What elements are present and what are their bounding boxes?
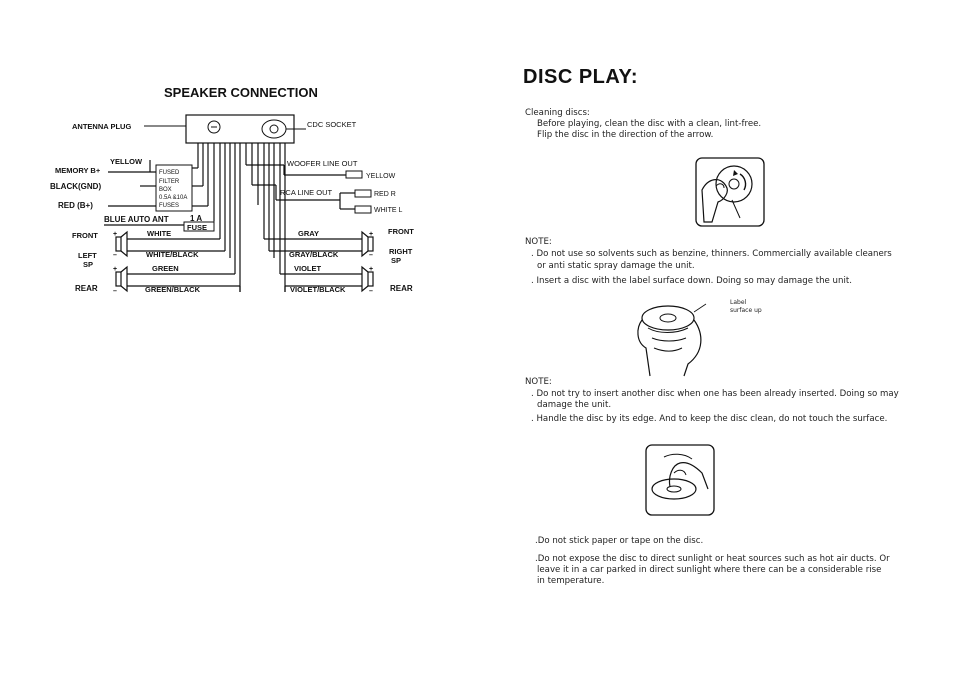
right-front-speaker	[361, 230, 374, 258]
antenna-jack	[207, 120, 221, 134]
front-right-label: FRONT	[388, 227, 414, 236]
tip-2-line-3: in temperature.	[537, 576, 605, 586]
cdc-jack	[261, 119, 287, 139]
minus-rr: –	[369, 288, 373, 295]
minus-lf: –	[113, 252, 117, 259]
white-l-label: WHITE L	[374, 207, 402, 214]
tip-2-line-1: .Do not expose the disc to direct sunlig…	[535, 554, 890, 564]
fuse-box-text-5: FUSES	[159, 203, 179, 209]
woofer-line-out-label: WOOFER LINE OUT	[287, 159, 358, 168]
note1-item-a-line-2: or anti static spray damage the unit.	[537, 261, 695, 271]
violet-label: VIOLET	[294, 264, 322, 273]
note1-heading: NOTE:	[525, 237, 552, 247]
fuse-box-text-3: BOX	[159, 187, 172, 193]
green-label: GREEN	[152, 264, 179, 273]
woofer-rca-plug	[345, 170, 363, 179]
note1-item-b: . Insert a disc with the label surface d…	[531, 276, 852, 286]
fuse-box-text-4: 0.5A &10A	[159, 195, 187, 201]
minus-lr: –	[113, 288, 117, 295]
blue-auto-ant-label: BLUE AUTO ANT	[104, 215, 169, 224]
green-black-label: GREEN/BLACK	[145, 285, 201, 294]
cleaning-illustration	[695, 157, 765, 227]
note1-item-a-line-1: . Do not use so solvents such as benzine…	[531, 249, 892, 259]
note2-item-b: . Handle the disc by its edge. And to ke…	[531, 414, 888, 424]
wire-bundle	[197, 143, 286, 292]
cleaning-line-1: Before playing, clean the disc with a cl…	[537, 119, 762, 129]
cleaning-line-2: Flip the disc in the direction of the ar…	[537, 130, 714, 140]
cdc-socket-label: CDC SOCKET	[307, 120, 357, 129]
gray-black-label: GRAY/BLACK	[289, 250, 339, 259]
note2-item-a-line-2: damage the unit.	[537, 400, 612, 410]
rca-white-plug	[354, 205, 372, 214]
gray-label: GRAY	[298, 229, 319, 238]
red-b-label: RED (B+)	[58, 201, 93, 210]
speaker-connection-diagram: SPEAKER CONNECTION ANTENNA PLUG CDC SOCK…	[50, 85, 414, 295]
minus-rf: –	[369, 252, 373, 259]
antenna-plug-label: ANTENNA PLUG	[72, 122, 131, 131]
one-a-label: 1 A	[190, 214, 202, 223]
rca-line-out-label: RCA LINE OUT	[280, 188, 333, 197]
insert-disc-illustration	[637, 303, 707, 377]
note2-heading: NOTE:	[525, 377, 552, 387]
disc-play-title: DISC PLAY:	[523, 66, 639, 88]
plus-rf: +	[369, 231, 373, 238]
fuse-box-text-2: FILTER	[159, 179, 180, 185]
cleaning-heading: Cleaning discs:	[525, 108, 590, 118]
tip-1: .Do not stick paper or tape on the disc.	[535, 536, 704, 546]
label-callout-1: Label	[730, 299, 747, 306]
left-rear-speaker	[115, 265, 128, 293]
fuse-box	[155, 164, 193, 212]
memory-label: MEMORY B+	[55, 166, 101, 175]
speaker-connection-title: SPEAKER CONNECTION	[164, 85, 318, 100]
red-r-label: RED R	[374, 191, 396, 198]
violet-black-label: VIOLET/BLACK	[290, 285, 346, 294]
rear-left-label: REAR	[75, 284, 98, 293]
tip-2-line-2: leave it in a car parked in direct sunli…	[537, 565, 882, 575]
right-rear-speaker	[361, 265, 374, 293]
handle-disc-illustration	[645, 444, 715, 516]
woofer-yellow-label: YELLOW	[366, 173, 396, 180]
fuse-label: FUSE	[187, 223, 207, 232]
black-gnd-label: BLACK(GND)	[50, 182, 101, 191]
white-label: WHITE	[147, 229, 171, 238]
yellow-wire-label: YELLOW	[110, 157, 143, 166]
left-sp-label-1: LEFT	[78, 251, 97, 260]
white-black-label: WHITE/BLACK	[146, 250, 199, 259]
front-left-label: FRONT	[72, 231, 98, 240]
rca-red-plug	[354, 189, 372, 198]
label-callout-2: surface up	[730, 307, 762, 314]
right-sp-label-1: RIGHT	[389, 247, 413, 256]
plus-lf: +	[113, 231, 117, 238]
note2-item-a-line-1: . Do not try to insert another disc when…	[531, 389, 899, 399]
right-sp-label-2: SP	[391, 256, 401, 265]
fuse-box-text-1: FUSED	[159, 170, 180, 176]
left-sp-label-2: SP	[83, 260, 93, 269]
plus-lr: +	[113, 266, 117, 273]
left-front-speaker	[115, 230, 128, 258]
rear-right-label: REAR	[390, 284, 413, 293]
plus-rr: +	[369, 266, 373, 273]
inline-fuse	[183, 221, 215, 232]
